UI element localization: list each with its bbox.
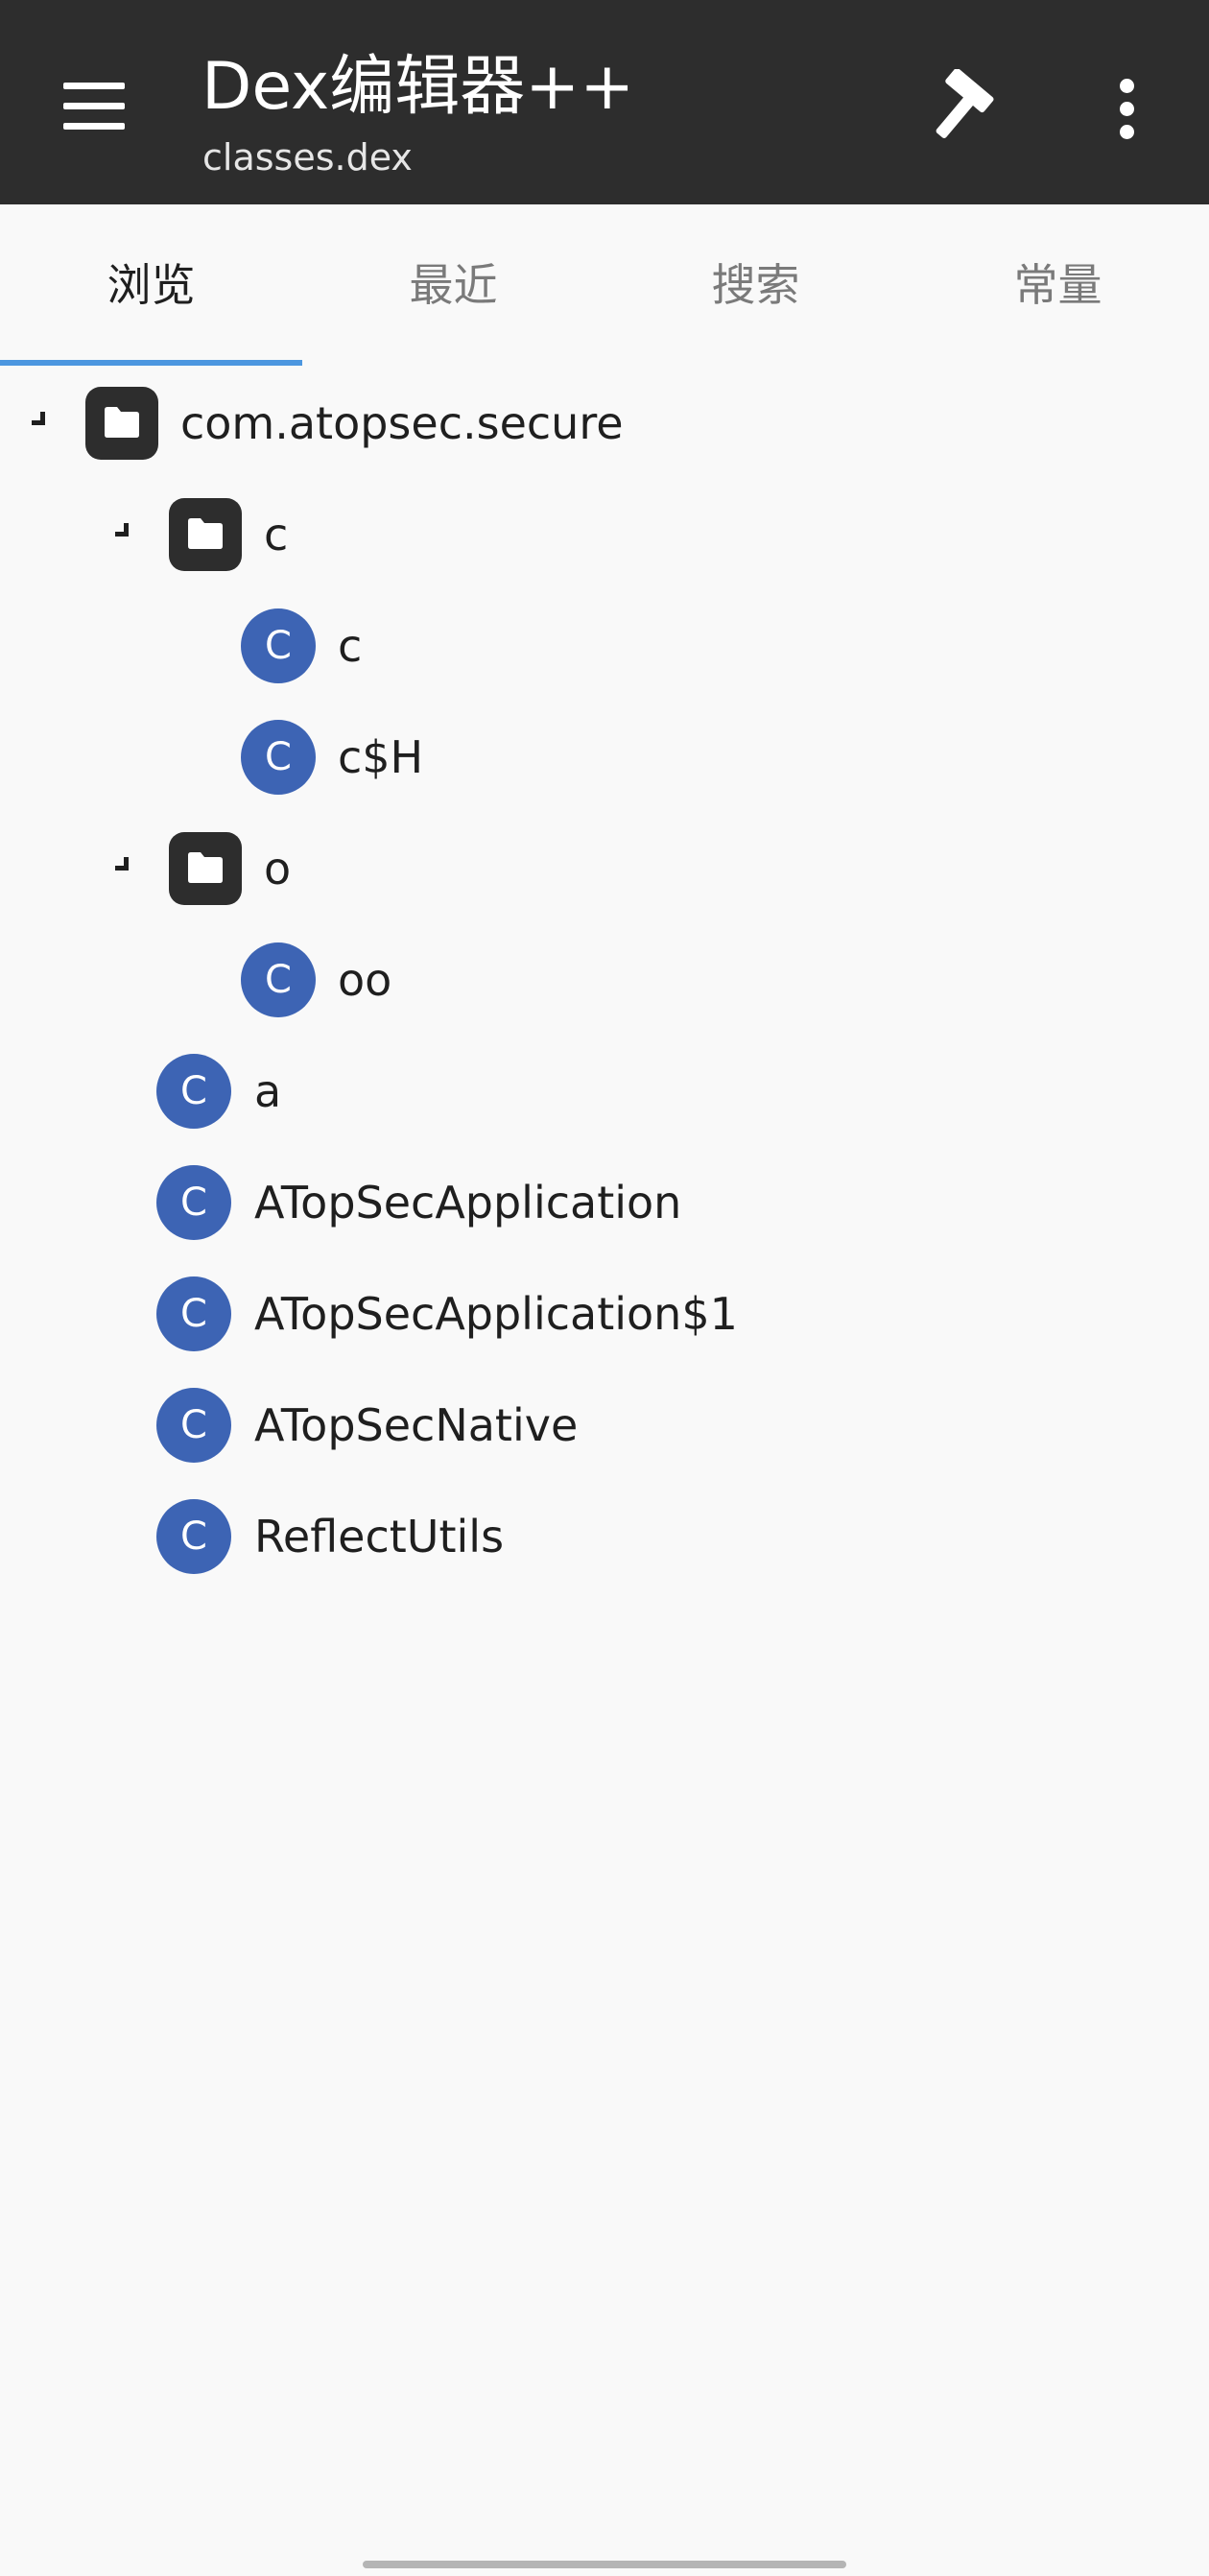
- active-tab-indicator: [0, 360, 302, 366]
- class-icon: C: [156, 1276, 231, 1351]
- tab-constants[interactable]: 常量: [1013, 259, 1102, 311]
- tree-item-class[interactable]: C ReflectUtils: [0, 1481, 1209, 1592]
- collapse-arrow-icon[interactable]: [32, 412, 45, 425]
- tab-search[interactable]: 搜索: [711, 259, 800, 311]
- app-bar: Dex编辑器++ classes.dex: [0, 0, 1209, 204]
- menu-button[interactable]: [54, 77, 134, 138]
- tree-item-class[interactable]: C oo: [0, 924, 1209, 1036]
- folder-icon: [169, 498, 242, 571]
- tab-browse[interactable]: 浏览: [107, 259, 196, 311]
- collapse-arrow-icon[interactable]: [115, 857, 129, 871]
- folder-icon: [169, 832, 242, 905]
- tree-item-package[interactable]: c: [0, 479, 1209, 590]
- class-icon: C: [156, 1165, 231, 1240]
- tree-item-class[interactable]: C c$H: [0, 702, 1209, 813]
- tree-item-label: ATopSecApplication: [254, 1177, 682, 1228]
- class-icon: C: [156, 1054, 231, 1129]
- tree-item-class[interactable]: C ATopSecNative: [0, 1370, 1209, 1481]
- build-button[interactable]: [923, 67, 1009, 146]
- hammer-icon: [936, 67, 994, 138]
- class-icon: C: [241, 942, 316, 1017]
- tree-item-label: com.atopsec.secure: [180, 397, 624, 449]
- tree-item-class[interactable]: C ATopSecApplication$1: [0, 1258, 1209, 1370]
- tab-recent[interactable]: 最近: [409, 259, 498, 311]
- tree-item-label: c: [264, 509, 289, 561]
- tree-item-label: ATopSecNative: [254, 1399, 579, 1451]
- tree-item-label: o: [264, 843, 292, 894]
- tree-item-label: oo: [338, 954, 392, 1006]
- app-title: Dex编辑器++: [202, 49, 635, 125]
- tab-bar: 浏览 最近 搜索 常量: [0, 204, 1209, 366]
- file-subtitle: classes.dex: [202, 136, 413, 179]
- more-options-button[interactable]: [1103, 75, 1151, 144]
- class-icon: C: [241, 608, 316, 683]
- tree-item-class[interactable]: C ATopSecApplication: [0, 1147, 1209, 1258]
- class-icon: C: [241, 720, 316, 795]
- tree-item-label: ReflectUtils: [254, 1511, 505, 1562]
- tree-item-label: ATopSecApplication$1: [254, 1288, 738, 1340]
- tree-item-package[interactable]: com.atopsec.secure: [0, 368, 1209, 479]
- class-icon: C: [156, 1388, 231, 1463]
- tree-item-class[interactable]: C c: [0, 590, 1209, 702]
- class-icon: C: [156, 1499, 231, 1574]
- home-indicator[interactable]: [363, 2561, 846, 2568]
- tree-item-label: c: [338, 620, 363, 672]
- tree-item-label: c$H: [338, 731, 424, 783]
- tree-item-class[interactable]: C a: [0, 1036, 1209, 1147]
- tree-item-package[interactable]: o: [0, 813, 1209, 924]
- tree-item-label: a: [254, 1065, 282, 1117]
- collapse-arrow-icon[interactable]: [115, 523, 129, 537]
- folder-icon: [85, 387, 158, 460]
